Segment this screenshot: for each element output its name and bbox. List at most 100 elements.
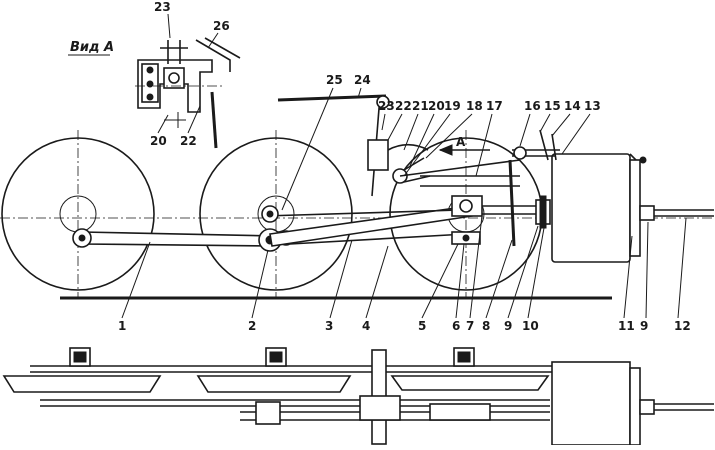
callout-label: 23: [378, 99, 395, 113]
callout-label: 21: [412, 99, 429, 113]
view-a-label: 23: [154, 0, 171, 14]
callout-leader: [539, 113, 551, 133]
view-a-bracket: [137, 59, 213, 113]
callout-leader: [485, 239, 513, 319]
plan-wheel-3: [390, 375, 550, 391]
view-a-rod: [210, 91, 218, 149]
callout-leader: [469, 215, 483, 319]
callout-label: 5: [418, 319, 426, 333]
callout-label: 13: [584, 99, 601, 113]
callout-label: 9: [504, 319, 512, 333]
view-a-stud: [160, 40, 188, 64]
view-a-bolt: [146, 66, 154, 74]
callout-leader: [365, 245, 389, 319]
wheel-1: [1, 137, 155, 291]
callout-label: 8: [482, 319, 490, 333]
combination-lever: [399, 159, 521, 177]
cylinder: [551, 153, 631, 263]
callout-leader: [677, 217, 687, 319]
callout-label: 4: [362, 319, 370, 333]
tail-rod: [654, 209, 714, 217]
callout-leader: [425, 113, 473, 159]
view-a-leader: [157, 114, 169, 134]
view-a-bolt: [146, 80, 154, 88]
callout-leader: [403, 113, 419, 151]
callout-leader: [455, 243, 465, 319]
plan-axlebox-3-nut: [457, 351, 471, 363]
callout-label: 2: [248, 319, 256, 333]
view-a-bottom-pin: [164, 112, 186, 128]
plan-wheel-1: [2, 375, 162, 393]
plan-wheel-2: [196, 375, 352, 393]
callout-label: 22: [395, 99, 412, 113]
callout-leader: [475, 113, 493, 177]
view-a-leader: [167, 13, 171, 39]
callout-leader: [551, 113, 571, 137]
plan-tail-gland: [639, 399, 655, 415]
eccentric-rod: [263, 209, 461, 217]
direction-arrowhead: [438, 144, 453, 156]
cylinder-cover-edge: [629, 153, 637, 161]
callout-leader: [387, 113, 403, 141]
view-a-arm: [195, 37, 241, 72]
callout-label: 24: [354, 73, 371, 87]
packing: [539, 195, 547, 229]
radius-bar: [508, 159, 516, 247]
crank-pin-1-center: [78, 234, 86, 242]
crosshead-pin: [459, 199, 473, 213]
callout-label: 14: [564, 99, 581, 113]
plan-axlebox-1-nut: [73, 351, 87, 363]
callout-label: 3: [325, 319, 333, 333]
callout-label: 16: [524, 99, 541, 113]
callout-leader: [403, 113, 451, 177]
callout-label: 11: [618, 319, 635, 333]
callout-leader: [623, 235, 633, 319]
plan-view: [2, 347, 714, 446]
callout-label: 1: [118, 319, 126, 333]
callout-leader: [421, 243, 459, 319]
callout-label: 9: [640, 319, 648, 333]
plan-link: [359, 395, 401, 421]
callout-label: 10: [522, 319, 539, 333]
coupling-rod: [81, 231, 277, 247]
side-view: А 25 24 23 22 21 20 19 18 17 16 15 14: [0, 73, 715, 333]
callout-label: 25: [326, 73, 343, 87]
plan-tail-rod: [654, 403, 714, 411]
tail-gland: [639, 205, 655, 221]
radius-rod: [403, 157, 431, 183]
eccentric-crank-center: [266, 210, 274, 218]
bottom-callouts: 1 2 3 4 5 6 7 8 9 10 11 9 12: [118, 215, 691, 333]
callout-leader: [409, 113, 435, 167]
view-a-inset: Вид А 23 26 20 22: [68, 0, 241, 149]
callout-leader: [381, 113, 386, 131]
valve-crosshead: [513, 146, 527, 160]
direction-marker-label: А: [456, 135, 466, 149]
plan-axlebox-2-nut: [269, 351, 283, 363]
callout-leader: [507, 225, 539, 319]
callout-leader: [645, 221, 649, 319]
view-a-label: 22: [180, 134, 197, 148]
view-a-label: 26: [213, 19, 230, 33]
callout-leader: [527, 227, 545, 319]
plan-crosshead: [429, 403, 491, 421]
callout-label: 12: [674, 319, 691, 333]
plan-crankpin: [255, 401, 281, 425]
view-a-bolt: [146, 93, 154, 101]
callout-label: 15: [544, 99, 561, 113]
callout-label: 18: [466, 99, 483, 113]
callout-leader: [357, 87, 362, 99]
valve-link: [539, 129, 557, 161]
callout-label: 19: [444, 99, 461, 113]
callout-leader: [121, 241, 151, 319]
view-a-title: Вид А: [70, 40, 114, 55]
view-a-leader: [187, 105, 201, 134]
callout-leader: [329, 239, 353, 319]
callout-leader: [519, 113, 531, 147]
plan-cylinder: [551, 361, 631, 446]
lower-rod: [289, 233, 467, 245]
callout-leader: [251, 249, 269, 319]
view-a-label: 20: [150, 134, 167, 148]
callout-label: 6: [452, 319, 460, 333]
